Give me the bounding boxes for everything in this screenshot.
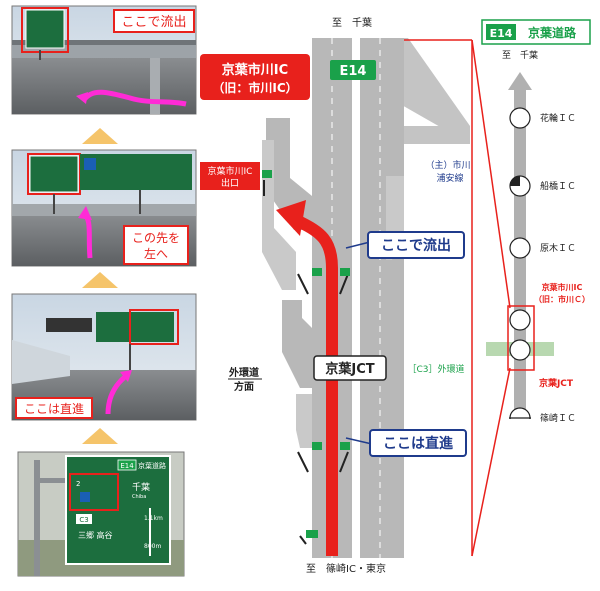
strip-ic-highlight bbox=[507, 305, 535, 371]
photo-3: ここは直進 bbox=[11, 293, 197, 421]
photo-4: E14 京葉道路 2 千葉 Chiba C3 1.1km 三郷 高谷 800m bbox=[17, 451, 185, 577]
station-funabashi-label: 船橋ＩＣ bbox=[540, 180, 576, 192]
jct-label-text: 京葉JCT bbox=[325, 361, 374, 377]
station-baraki bbox=[509, 237, 531, 259]
photo-2: この先を 左へ bbox=[11, 149, 197, 267]
jct-ramp-2 bbox=[296, 394, 312, 448]
station-hanawa-label: 花輪ＩＣ bbox=[540, 112, 576, 124]
route-line bbox=[297, 216, 338, 556]
callout-exit bbox=[367, 231, 465, 259]
sign-dest1: 千葉 bbox=[132, 481, 150, 493]
sign-number: 2 bbox=[76, 480, 80, 488]
strip-direction: 至 千葉 bbox=[502, 49, 538, 61]
sign-dest2: 三郷 高谷 bbox=[78, 530, 113, 540]
side-road-ichikawa bbox=[402, 126, 470, 144]
exit-label-line1: 京葉市川IC bbox=[208, 165, 253, 177]
callout-straight bbox=[369, 429, 467, 457]
ic-callout-line1: 京葉市川IC bbox=[222, 62, 288, 78]
callout-exit-text: ここで流出 bbox=[381, 237, 451, 254]
station-ic-old-name: （旧：市川Ｃ） bbox=[534, 294, 590, 304]
marker-b3 bbox=[340, 442, 350, 450]
station-shinozaki-label: 篠崎ＩＣ bbox=[540, 412, 576, 424]
up-arrow-1 bbox=[82, 128, 118, 144]
exit-label bbox=[200, 162, 260, 190]
sign-dist2: 800m bbox=[144, 543, 161, 550]
median bbox=[352, 38, 360, 558]
marker-a1 bbox=[312, 268, 322, 276]
c3-label: ［C3］外環道 bbox=[407, 363, 464, 375]
station-hanawa bbox=[509, 107, 531, 129]
side-ramp-top bbox=[386, 38, 470, 144]
marker-a3 bbox=[340, 268, 350, 276]
photo-1-caption: ここで流出 bbox=[121, 15, 186, 30]
strip-badge-text: E14 bbox=[490, 27, 513, 40]
photo-1: ここで流出 bbox=[11, 5, 197, 115]
sign-route2: C3 bbox=[79, 516, 88, 524]
map-route-badge bbox=[330, 60, 376, 80]
callout-straight-text: ここは直進 bbox=[383, 435, 453, 452]
map-bottom-label: 至 篠崎IC・東京 bbox=[306, 562, 386, 575]
up-arrow-3 bbox=[82, 428, 118, 444]
jct-ramp-1 bbox=[282, 300, 312, 388]
up-arrow-2 bbox=[82, 272, 118, 288]
station-keiyo-jct bbox=[509, 339, 531, 361]
photo-2-caption-line1: この先を bbox=[132, 231, 180, 245]
strip-title: 京葉道路 bbox=[528, 25, 577, 40]
marker-c1 bbox=[306, 530, 318, 538]
station-keiyo-ichikawa bbox=[509, 309, 531, 331]
gaikan-line1: 外環道 bbox=[228, 366, 259, 379]
photo-2-caption-box bbox=[123, 225, 189, 265]
side-road-line2: 浦安線 bbox=[436, 172, 463, 184]
map-top-label: 至 千葉 bbox=[332, 16, 372, 29]
route-arrowhead bbox=[276, 200, 306, 236]
ic-callout-line2: （旧：市川IC） bbox=[212, 80, 297, 95]
marker-b1 bbox=[312, 442, 322, 450]
jct-label bbox=[313, 355, 387, 381]
station-keiyo-jct-label: 京葉JCT bbox=[539, 377, 574, 389]
map-route-badge-text: E14 bbox=[340, 64, 367, 79]
gaikan-line2: 方面 bbox=[234, 380, 254, 393]
photo-1-caption-box bbox=[113, 9, 195, 33]
photo-2-caption-line2: 左へ bbox=[144, 246, 168, 261]
photo-3-caption-box bbox=[15, 397, 93, 419]
photo-3-caption: ここは直進 bbox=[24, 402, 84, 416]
exit-label-line2: 出口 bbox=[221, 177, 239, 189]
station-keiyo-ichikawa-label: 京葉市川IC bbox=[542, 282, 583, 292]
strip-badge bbox=[486, 24, 516, 40]
sign-road-name: 京葉道路 bbox=[138, 461, 166, 470]
ic-callout bbox=[200, 54, 310, 100]
strip-arrowhead bbox=[508, 72, 532, 90]
sign-dist1: 1.1km bbox=[144, 515, 163, 522]
side-road-line1: （主）市川 bbox=[425, 159, 470, 171]
sign-dest1-en: Chiba bbox=[132, 494, 146, 500]
marker-exit bbox=[262, 170, 272, 178]
sign-route-badge: E14 bbox=[120, 462, 134, 470]
station-baraki-label: 原木ＩＣ bbox=[540, 242, 576, 254]
